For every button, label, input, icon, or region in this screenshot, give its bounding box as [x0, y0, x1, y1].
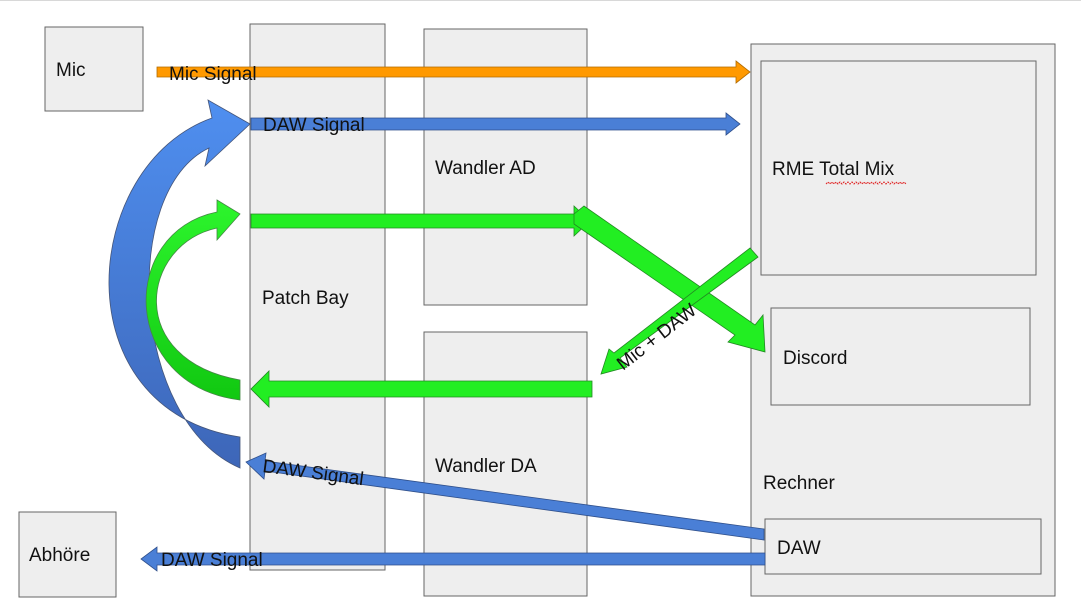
green-loop-arrow — [145, 199, 241, 401]
mic-box — [44, 26, 144, 112]
mic-signal-label: Mic Signal — [169, 64, 257, 85]
mic-plus-daw-arrow — [600, 247, 759, 375]
rechner-label: Rechner — [763, 473, 835, 494]
abhoere-box — [18, 511, 117, 598]
patch-bay-label: Patch Bay — [262, 288, 349, 309]
daw-signal-top-label: DAW Signal — [263, 115, 365, 136]
green-to-patchbay-arrow — [250, 370, 593, 408]
daw-signal-abhoere-label: DAW Signal — [161, 550, 263, 571]
daw-signal-abhoere-arrow — [140, 546, 766, 572]
wandler-da-label: Wandler DA — [435, 456, 537, 477]
discord-box — [770, 307, 1031, 406]
mic-signal-arrow — [156, 60, 751, 84]
daw-label: DAW — [777, 538, 821, 559]
daw-signal-top-arrow — [250, 112, 741, 136]
abhoere-label: Abhöre — [29, 545, 90, 566]
blue-loop-arrow — [108, 99, 251, 469]
green-to-discord-arrow — [573, 205, 766, 353]
rme-total-mix-box — [760, 60, 1037, 276]
daw-box — [764, 518, 1042, 575]
discord-label: Discord — [783, 348, 847, 369]
daw-signal-return-arrow — [245, 452, 765, 541]
spellcheck-underline — [825, 181, 907, 185]
wandler-ad-label: Wandler AD — [435, 158, 536, 179]
rme-total-mix-label: RME Total Mix — [772, 159, 895, 180]
mic-plus-daw-label: Mic + DAW — [613, 300, 701, 375]
top-border — [0, 0, 1081, 1]
wandler-da-box — [423, 331, 588, 597]
mic-label: Mic — [56, 60, 86, 81]
